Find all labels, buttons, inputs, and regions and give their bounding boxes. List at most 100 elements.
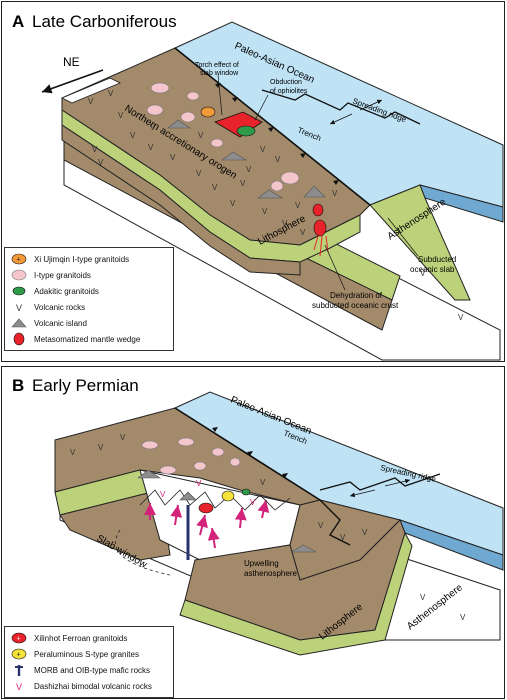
torch-pointer bbox=[217, 74, 223, 116]
legend-label: Volcanic island bbox=[34, 318, 87, 328]
upwelling-arrows bbox=[144, 499, 270, 549]
legend-item-i-type: I-type granitoids bbox=[10, 267, 168, 283]
ne-direction-label: NE bbox=[63, 55, 80, 69]
svg-text:V: V bbox=[118, 111, 124, 120]
svg-text:V: V bbox=[318, 521, 324, 530]
svg-text:V: V bbox=[260, 145, 266, 154]
legend-label: Peraluminous S-type granites bbox=[34, 649, 139, 659]
i-type-granitoids-a bbox=[146, 82, 300, 192]
trench-line-b bbox=[174, 407, 321, 501]
legend-b: + Xilinhot Ferroan granitoids + Peralumi… bbox=[4, 626, 174, 698]
volcanic-islands-a bbox=[167, 119, 326, 199]
volcanic-rock-marks-a: VVV VVV VVV VVV VVV VVV VVV VVV bbox=[88, 89, 464, 322]
svg-text:V: V bbox=[275, 155, 281, 164]
legend-label: Xilinhot Ferroan granitoids bbox=[34, 633, 128, 643]
svg-text:V: V bbox=[420, 593, 426, 602]
svg-text:V: V bbox=[70, 448, 76, 457]
svg-text:V: V bbox=[230, 199, 236, 208]
xilinhot-blob-b bbox=[198, 502, 214, 514]
trench-teeth-b bbox=[212, 427, 288, 478]
panel-a-title: Late Carboniferous bbox=[32, 12, 177, 31]
volcanic-rock-icon: V bbox=[16, 303, 22, 313]
legend-label: I-type granitoids bbox=[34, 270, 91, 280]
upper-crust-front bbox=[61, 124, 301, 276]
legend-item-bimodal: V Dashizhai bimodal volcanic rocks bbox=[10, 678, 168, 694]
legend-item-mantle-wedge: Metasomatized mantle wedge bbox=[10, 331, 168, 347]
dehydration-pointer bbox=[324, 244, 346, 291]
i-type-granitoid-icon bbox=[11, 269, 27, 281]
spreading-ridge-b bbox=[319, 473, 441, 491]
volcanic-island-icon bbox=[11, 318, 27, 328]
adakite-blob-b bbox=[241, 488, 251, 496]
svg-text:V: V bbox=[16, 303, 22, 313]
svg-text:V: V bbox=[458, 313, 464, 322]
panel-b-frame bbox=[1, 366, 505, 699]
legend-a: + Xi Ujimqin I-type granitoids I-type gr… bbox=[4, 247, 174, 351]
trench-line-a bbox=[174, 47, 371, 206]
svg-text:V: V bbox=[170, 153, 176, 162]
svg-text:V: V bbox=[120, 433, 126, 442]
ne-arrow bbox=[41, 69, 104, 94]
svg-text:V: V bbox=[212, 183, 218, 192]
svg-text:V: V bbox=[246, 165, 252, 174]
volcanic-rock-marks-b: V V V V V V V V V bbox=[70, 433, 466, 622]
legend-item-adakitic: Adakitic granitoids bbox=[10, 283, 168, 299]
svg-text:V: V bbox=[98, 443, 104, 452]
svg-text:V: V bbox=[295, 201, 301, 210]
dehydration-lines bbox=[313, 235, 329, 257]
svg-text:V: V bbox=[108, 89, 114, 98]
adakitic-granitoid-icon bbox=[12, 286, 26, 296]
svg-text:V: V bbox=[250, 498, 256, 507]
svg-text:V: V bbox=[362, 528, 368, 537]
svg-text:V: V bbox=[198, 131, 204, 140]
svg-text:V: V bbox=[150, 123, 156, 132]
legend-label: MORB and OIB-type mafic rocks bbox=[34, 665, 151, 675]
svg-text:V: V bbox=[148, 143, 154, 152]
svg-text:V: V bbox=[262, 207, 268, 216]
upwelling-label-1: Upwelling bbox=[244, 559, 279, 568]
svg-text:V: V bbox=[240, 179, 246, 188]
svg-text:V: V bbox=[282, 219, 288, 228]
svg-text:V: V bbox=[130, 131, 136, 140]
legend-item-s-type: + Peraluminous S-type granites bbox=[10, 646, 168, 662]
legend-label: Xi Ujimqin I-type granitoids bbox=[34, 254, 130, 264]
legend-label: Volcanic rocks bbox=[34, 302, 86, 312]
slab-window-dashed bbox=[115, 529, 171, 576]
obduction-pointer bbox=[254, 94, 269, 121]
ridge-arrow-right-b bbox=[384, 478, 411, 487]
mafic-volcano bbox=[179, 491, 197, 501]
bimodal-volcanic-rock-icon: V bbox=[16, 682, 22, 692]
dehydration-label-1: Dehydration of bbox=[330, 291, 383, 300]
s-type-blob-b bbox=[221, 490, 235, 502]
svg-text:V: V bbox=[196, 479, 202, 488]
upwelling-label-2: asthenosphere bbox=[244, 569, 297, 578]
xilinhot-ferroan-granitoid-icon: + bbox=[11, 632, 27, 644]
panel-b-letter: B bbox=[12, 376, 24, 395]
obduction-label-1: Obduction bbox=[270, 79, 302, 86]
svg-text:V: V bbox=[340, 533, 346, 542]
adakite-blob-a bbox=[236, 125, 256, 137]
legend-item-volcanic-island: Volcanic island bbox=[10, 315, 168, 331]
ridge-arrow-right bbox=[359, 99, 383, 111]
front-lithosphere-b bbox=[179, 531, 413, 656]
bimodal-marks-b: VVV bbox=[160, 479, 256, 507]
panel-a: A Late Carboniferous NE bbox=[12, 12, 504, 361]
legend-label: Adakitic granitoids bbox=[34, 286, 99, 296]
torch-label-2: slab window bbox=[200, 70, 239, 77]
panel-a-letter: A bbox=[12, 12, 24, 31]
mantle-wedge-a bbox=[312, 203, 327, 237]
svg-text:V: V bbox=[92, 145, 98, 154]
window-edge-spikes bbox=[139, 489, 291, 511]
svg-text:V: V bbox=[420, 269, 426, 278]
obduction-label-2: of ophiolites bbox=[270, 88, 308, 95]
svg-text:V: V bbox=[300, 228, 306, 237]
panel-b-title: Early Permian bbox=[32, 376, 139, 395]
legend-item-xilinhot: + Xilinhot Ferroan granitoids bbox=[10, 630, 168, 646]
upper-plate-rim bbox=[61, 77, 121, 104]
legend-label: Metasomatized mantle wedge bbox=[34, 334, 141, 344]
torch-red-zone bbox=[214, 111, 263, 138]
panel-b: B Early Permian bbox=[12, 376, 504, 656]
volcanic-islands-b bbox=[137, 469, 317, 553]
svg-text:V: V bbox=[88, 97, 94, 106]
